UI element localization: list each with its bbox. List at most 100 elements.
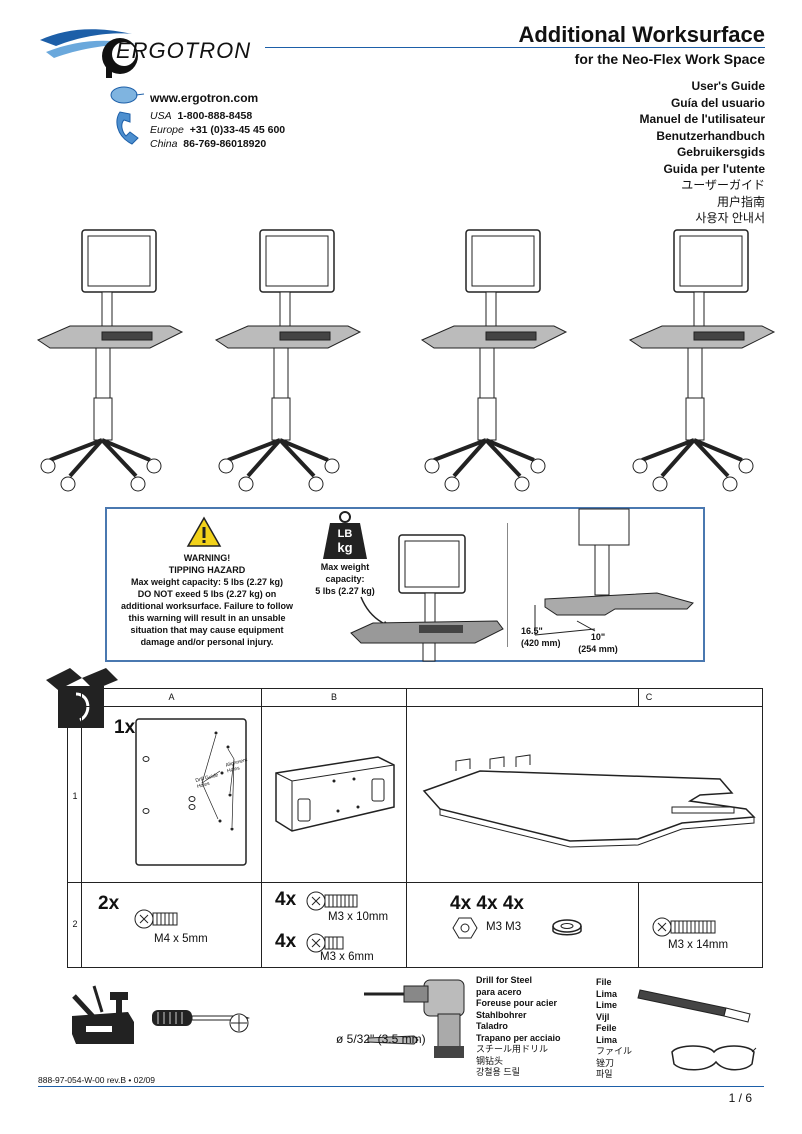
warning-hazard: TIPPING HAZARD [168, 565, 246, 575]
dimension-drawing [517, 508, 703, 664]
file-label: File [596, 977, 612, 987]
col-divider [261, 689, 262, 967]
drill-labels: Drill for Steel para acero Foreuse pour … [476, 975, 588, 1079]
file-label: Lime [596, 1000, 618, 1010]
weight-icon: LB kg [322, 511, 368, 561]
warning-panel: WARNING! TIPPING HAZARD Max weight capac… [105, 507, 705, 662]
file-label: Vijl [596, 1011, 610, 1022]
column-header-b: B [330, 692, 337, 702]
europe-phone: +31 (0)33-45 45 600 [189, 124, 286, 136]
contact-usa: USA 1-800-888-8458 [150, 109, 252, 123]
screw-m3x6-icon [306, 931, 346, 960]
lock-washer-icon [550, 917, 584, 944]
drill-label-zh: 钢钻头 [476, 1055, 504, 1066]
d-size: M3 x 14mm [668, 939, 729, 951]
guide-title-de: Benutzerhandbuch [656, 128, 765, 143]
weight-icon-kg: kg [337, 540, 353, 555]
file-label-ko: 파일 [596, 1069, 613, 1079]
dim-depth: 16.5" (420 mm) [521, 625, 569, 649]
file-label-zh: 锉刀 [596, 1057, 615, 1068]
loaded-cart-drawing [347, 521, 507, 666]
row-divider [68, 882, 762, 883]
warning-title: WARNING! [183, 553, 231, 563]
mounting-plate-drawing [132, 713, 258, 874]
screw-m3x10-icon [306, 889, 360, 918]
page-title: Additional Worksurface [518, 22, 765, 47]
guide-title-ja: ユーザーガイド [681, 178, 765, 192]
row-header-2: 2 [72, 919, 78, 929]
dim-depth-in: 16.5" [521, 626, 543, 636]
europe-label: Europe [150, 124, 184, 136]
row-header-1: 1 [72, 791, 78, 801]
warning-triangle-icon [186, 516, 222, 552]
file-label: Feile [596, 1023, 617, 1033]
file-labels: File Lima Lime Vijl Feile Lima ファイル 锉刀 파… [596, 977, 646, 1081]
weight-icon-lb: LB [337, 528, 353, 540]
guide-title-en: User's Guide [691, 79, 765, 93]
drill-label-ja: スチール用ドリル [476, 1044, 549, 1054]
warning-line: this warning will result in an unsable [128, 613, 286, 623]
page-subtitle: for the Neo-Flex Work Space [574, 51, 765, 67]
a-size: M4 x 5mm [154, 933, 208, 945]
screw-m3x14-icon [652, 915, 718, 944]
column-header-c: C [645, 692, 653, 702]
b-quantity-2: 4x [275, 931, 297, 952]
cart-illustrations [30, 228, 776, 503]
capacity-line: capacity: [325, 574, 365, 584]
b-size-1: M3 x 10mm [328, 911, 389, 923]
screwdriver-icon [150, 1002, 254, 1037]
china-phone: 86-769-86018920 [183, 138, 267, 150]
b-size-2: M3 x 6mm [320, 951, 374, 963]
drill-label: para acero [476, 986, 522, 997]
dim-width-mm: (254 mm) [578, 644, 618, 654]
table-header-row [68, 689, 762, 707]
guide-title-es: Guía del usuario [670, 95, 765, 110]
col-divider [406, 689, 407, 967]
phillips-tip-icon [228, 1012, 250, 1039]
file-label-ja: ファイル [596, 1046, 633, 1056]
guide-title-ko: 사용자 안내서 [695, 211, 765, 225]
warning-text: WARNING! TIPPING HAZARD Max weight capac… [115, 552, 299, 648]
screw-m4-icon [134, 907, 180, 936]
drill-label: Drill for Steel [476, 975, 533, 985]
contact-europe: Europe +31 (0)33-45 45 600 [150, 123, 285, 137]
drill-label: Foreuse pour acier [476, 998, 558, 1008]
warning-line: DO NOT exeed 5 lbs (2.27 kg) on [137, 589, 277, 599]
file-label: Lima [596, 988, 618, 999]
ergotron-logo [36, 18, 266, 80]
bracket-drawing [268, 751, 402, 842]
cart-config-1 [36, 228, 184, 493]
dim-width-in: 10" [590, 632, 606, 642]
hex-nut-icon [452, 917, 478, 944]
guide-titles: User's Guide Guía del usuario Manuel de … [525, 78, 765, 227]
website-link[interactable]: www.ergotron.com [150, 91, 259, 105]
c-size: M3 M3 [486, 921, 522, 933]
safety-glasses-icon [668, 1042, 758, 1083]
panel-divider [507, 523, 508, 647]
mouse-icon [110, 86, 145, 109]
warning-line: additional worksurface. Failure to follo… [120, 601, 294, 611]
warning-line: situation that may cause equipment [130, 625, 284, 635]
guide-title-nl: Gebruikersgids [676, 145, 765, 159]
a-quantity: 2x [98, 893, 120, 914]
cart-config-2 [214, 228, 362, 493]
header-rule [265, 47, 765, 48]
toolbox-icon [68, 982, 144, 1051]
page-number: 1 / 6 [728, 1091, 752, 1105]
worksurface-drawing [420, 749, 760, 854]
capacity-text: Max weight capacity: 5 lbs (2.27 kg) [307, 561, 383, 597]
dim-depth-mm: (420 mm) [521, 638, 561, 648]
col-divider [638, 689, 639, 706]
warning-line: damage and/or personal injury. [140, 637, 274, 647]
drill-size: ø 5/32" (3.5 mm) [336, 1032, 426, 1046]
doc-number: 888-97-054-W-00 rev.B • 02/09 [38, 1075, 156, 1085]
china-label: China [150, 138, 178, 150]
cart-config-4 [628, 228, 776, 493]
drill-label: Taladro [476, 1021, 508, 1031]
column-header-a: A [168, 692, 175, 702]
logo-swoosh-icon [40, 29, 138, 78]
c-quantity: 4x 4x 4x [450, 893, 524, 914]
drill-label: Stahlbohrer [476, 1009, 527, 1020]
file-label: Lima [596, 1034, 618, 1045]
col-divider [81, 689, 82, 967]
